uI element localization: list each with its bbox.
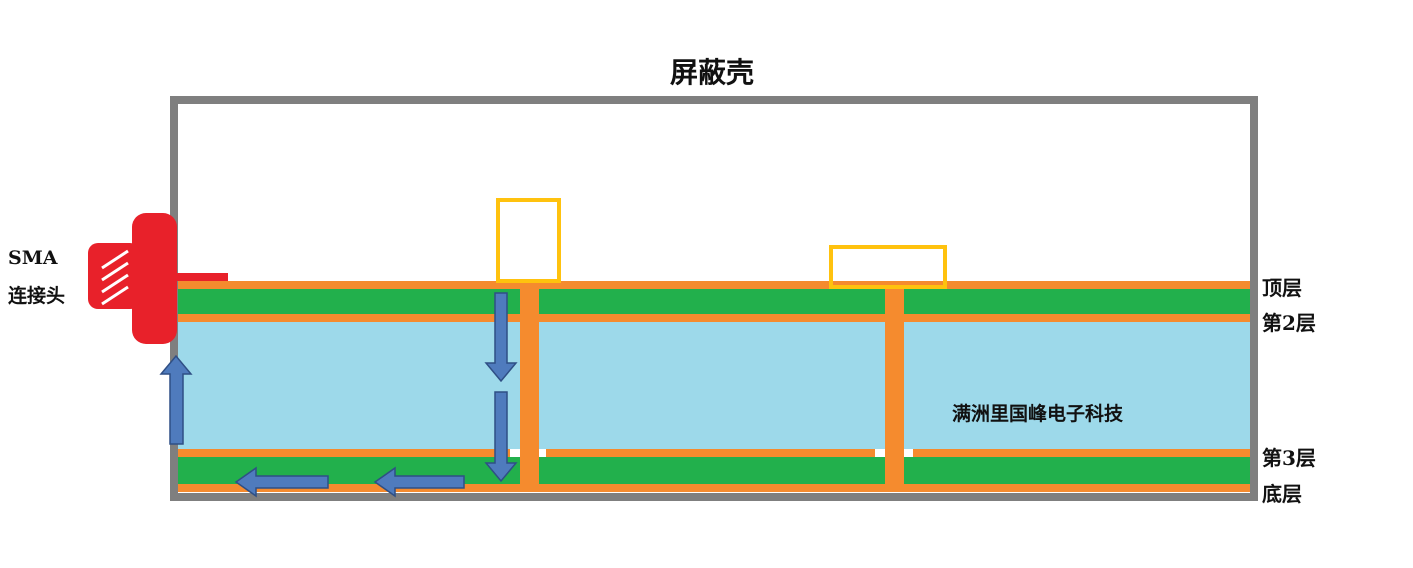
arrow-down-1	[484, 292, 518, 383]
layer-label-3: 第3层	[1262, 446, 1316, 470]
via-right	[885, 281, 904, 492]
arrow-left-2	[234, 466, 329, 498]
copper-layer-2	[178, 314, 1250, 322]
copper-top-layer	[178, 281, 1250, 289]
layer-label-bottom: 底层	[1262, 482, 1302, 506]
copper-bottom-layer	[178, 484, 1250, 492]
copper-layer-3	[178, 449, 1250, 457]
prepreg-upper	[178, 286, 1250, 318]
shield-title: 屏蔽壳	[670, 56, 754, 89]
arrow-left-1	[373, 466, 465, 498]
component-tall	[496, 198, 561, 283]
sma-label-line1: SMA	[8, 247, 58, 269]
prepreg-lower	[178, 454, 1250, 488]
via-left	[520, 281, 539, 492]
sma-label-line2: 连接头	[8, 284, 65, 307]
core-dielectric	[178, 318, 1250, 454]
watermark-text: 满洲里国峰电子科技	[952, 402, 1124, 425]
layer-label-2: 第2层	[1262, 311, 1316, 335]
component-flat	[829, 245, 947, 289]
arrow-up	[159, 354, 193, 445]
layer-label-top: 顶层	[1262, 276, 1302, 300]
arrow-down-2	[484, 391, 518, 483]
sma-connector	[88, 213, 228, 344]
